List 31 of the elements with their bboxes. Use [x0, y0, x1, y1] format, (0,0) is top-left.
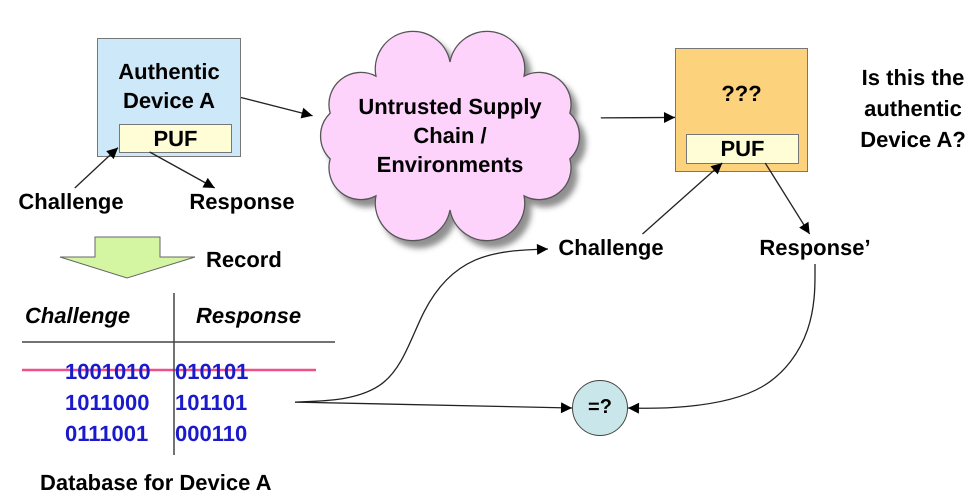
arrow [600, 112, 675, 123]
challenge-label: Challenge [18, 189, 124, 214]
box-text: PUF [154, 125, 198, 152]
box-text: ??? [721, 80, 762, 108]
table-value: 0111001 [65, 421, 148, 447]
box-text: PUF [720, 135, 764, 162]
device-box [97, 38, 241, 157]
arrow [294, 401, 572, 414]
question-text: Is this the authentic Device A? [859, 64, 967, 154]
response-label: Response [189, 189, 295, 214]
arrow [74, 147, 118, 188]
table-value: 101101 [175, 389, 248, 417]
arrow [642, 162, 723, 234]
column-header: Response [196, 303, 302, 329]
column-header: Challenge [25, 303, 130, 329]
challenge-label: Challenge [558, 235, 664, 260]
arrow [240, 96, 313, 118]
arrow [149, 151, 216, 189]
comparison-circle: =? [572, 380, 628, 436]
response-label: Response’ [759, 235, 871, 260]
puf-box [119, 124, 232, 153]
box-text: Authentic Device A [117, 58, 221, 115]
table-value: 000110 [175, 421, 248, 447]
arrow [764, 162, 810, 234]
unknown-device-box [675, 48, 808, 172]
table-value: 1011000 [65, 389, 150, 417]
caption-text: Database for Device A [40, 470, 272, 496]
puf-box [686, 134, 799, 164]
record-label: Record [206, 247, 282, 273]
arrow [628, 264, 816, 414]
cloud-text: Untrusted Supply Chain / Environments [357, 93, 543, 179]
